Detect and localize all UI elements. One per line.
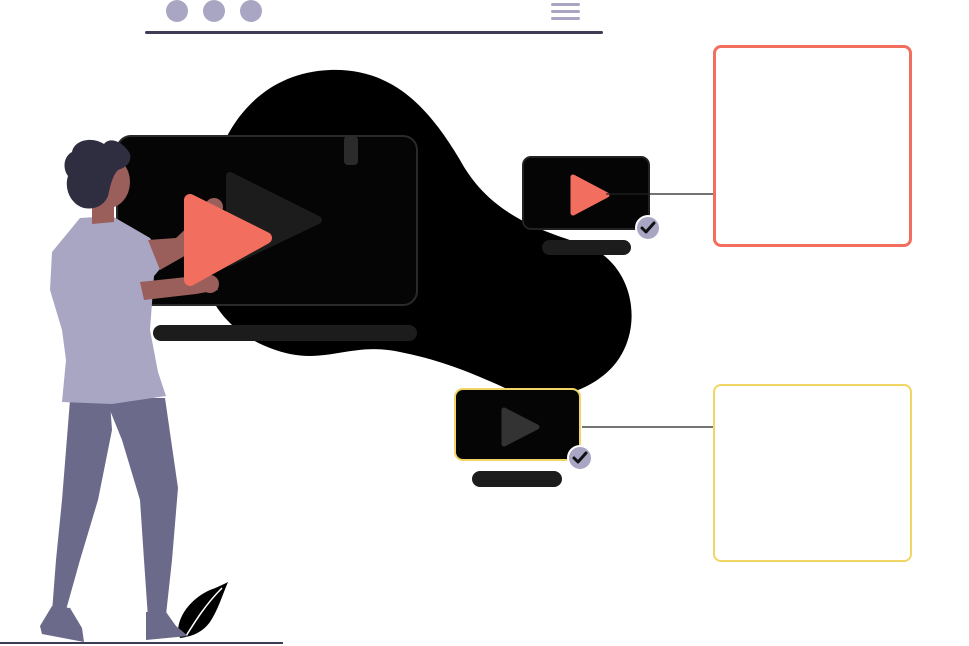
person-hair: [64, 139, 131, 209]
person-hand-lower: [201, 275, 219, 293]
small-player-bottom-bar: [472, 471, 562, 487]
check-badge-icon: [567, 445, 593, 471]
window-divider: [145, 31, 603, 34]
person-shoe-front: [146, 612, 188, 640]
person-shoe-back: [40, 606, 84, 642]
check-badge-icon: [635, 215, 661, 241]
small-video-player-top[interactable]: [522, 156, 723, 255]
window-dot-3: [240, 0, 262, 22]
info-card-top[interactable]: [713, 45, 912, 247]
person-figure: [40, 139, 223, 642]
person-torso: [50, 216, 166, 404]
window-chrome: [145, 0, 603, 34]
small-video-player-bottom[interactable]: [454, 388, 723, 487]
small-player-top-bar: [542, 240, 631, 255]
person-leg-front: [105, 398, 178, 618]
floor-line: [0, 642, 283, 644]
small-player-top-play-icon[interactable]: [570, 174, 610, 216]
person-leg-back: [52, 400, 112, 612]
info-card-bottom[interactable]: [713, 384, 912, 562]
window-dot-1: [166, 0, 188, 22]
hero-play-icon[interactable]: [184, 194, 272, 286]
main-player-progress-bar[interactable]: [153, 325, 417, 341]
window-dot-2: [203, 0, 225, 22]
small-player-bottom-play-icon[interactable]: [501, 407, 540, 447]
plant-stem: [185, 587, 223, 637]
main-player-handle: [344, 136, 358, 165]
hamburger-menu-icon[interactable]: [551, 3, 580, 20]
